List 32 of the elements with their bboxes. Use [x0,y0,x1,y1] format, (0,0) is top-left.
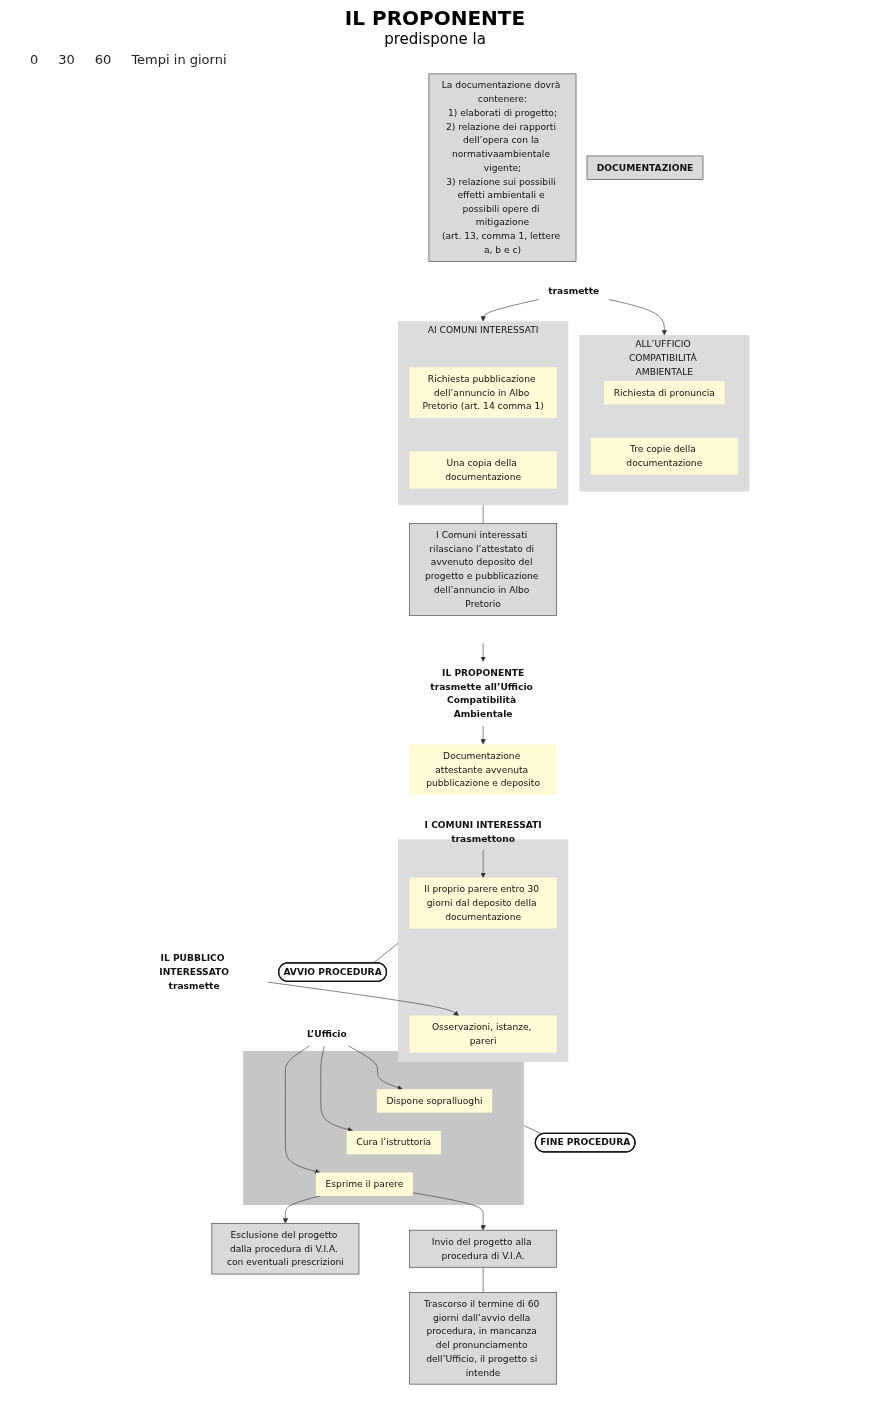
axis-label: Tempi in giorni [131,52,227,67]
node-text: L’Ufficio [307,1028,347,1040]
heading: IL PROPONENTE [343,6,527,30]
node-box: Invio del progetto alla procedura di V.I.A. [409,1229,557,1268]
node-text: trasmette [548,285,600,297]
connector [482,1266,484,1293]
node-box: Una copia della documentazione [409,451,557,489]
subheading: predispone la [383,30,487,48]
node-text: IL PROPONENTE trasmette all’Ufficio Compatibilità Ambientale [430,667,533,720]
tick-label: 0 [30,52,39,67]
cluster [243,1050,524,1206]
node-box: Dispone sopralluoghi [376,1089,493,1113]
node-box: Documentazione attestante avvenuta pubblicazione e deposito [409,744,557,795]
node-box: Trascorso il termine di 60 giorni dall’avvio della procedura, in mancanza del pronunciamento dell’Ufficio, il progetto si intende [409,1292,557,1385]
node-box: Richiesta di pronuncia [603,380,725,405]
node-box: DOCUMENTAZIONE [586,155,704,180]
tick-label: 30 [58,52,75,67]
node-box: I Comuni interessati rilasciano l’attestato di avvenuto deposito del progetto e pubblicazione dell’annuncio in Albo Pretorio [409,523,557,616]
node-text: I COMUNI INTERESSATI trasmettono [424,819,542,844]
node-box: Osservazioni, istanze, pareri [409,1015,557,1053]
node-box: Il proprio parere entro 30 giorni dal deposito della documentazione [409,877,557,929]
node-box: Esprime il parere [315,1172,413,1196]
tick-label: 60 [94,52,112,67]
node-box: Richiesta pubblicazione dell’annuncio in Albo Pretorio (art. 14 comma 1) [409,367,557,418]
node-text: IL PUBBLICO INTERESSATO trasmette [159,952,230,992]
connector [523,1125,543,1135]
connector [482,504,484,524]
node-box: Tre copie della documentazione [590,437,738,475]
node-box: Cura l’istruttoria [346,1130,441,1155]
node-box: Esclusione del progetto dalla procedura di V.I.A. con eventuali prescrizioni [211,1223,360,1275]
connector [373,943,399,964]
node-box: La documentazione dovrà contenere: 1) elaborati di progetto; 2) relazione dei rapporti dell’opera con la normativaambientale vigente; 3) relazione sui possibili effetti ambientali e possibili opere di mitigazione (art. 13, comma 1, lettere a, b e c) [428,73,577,262]
